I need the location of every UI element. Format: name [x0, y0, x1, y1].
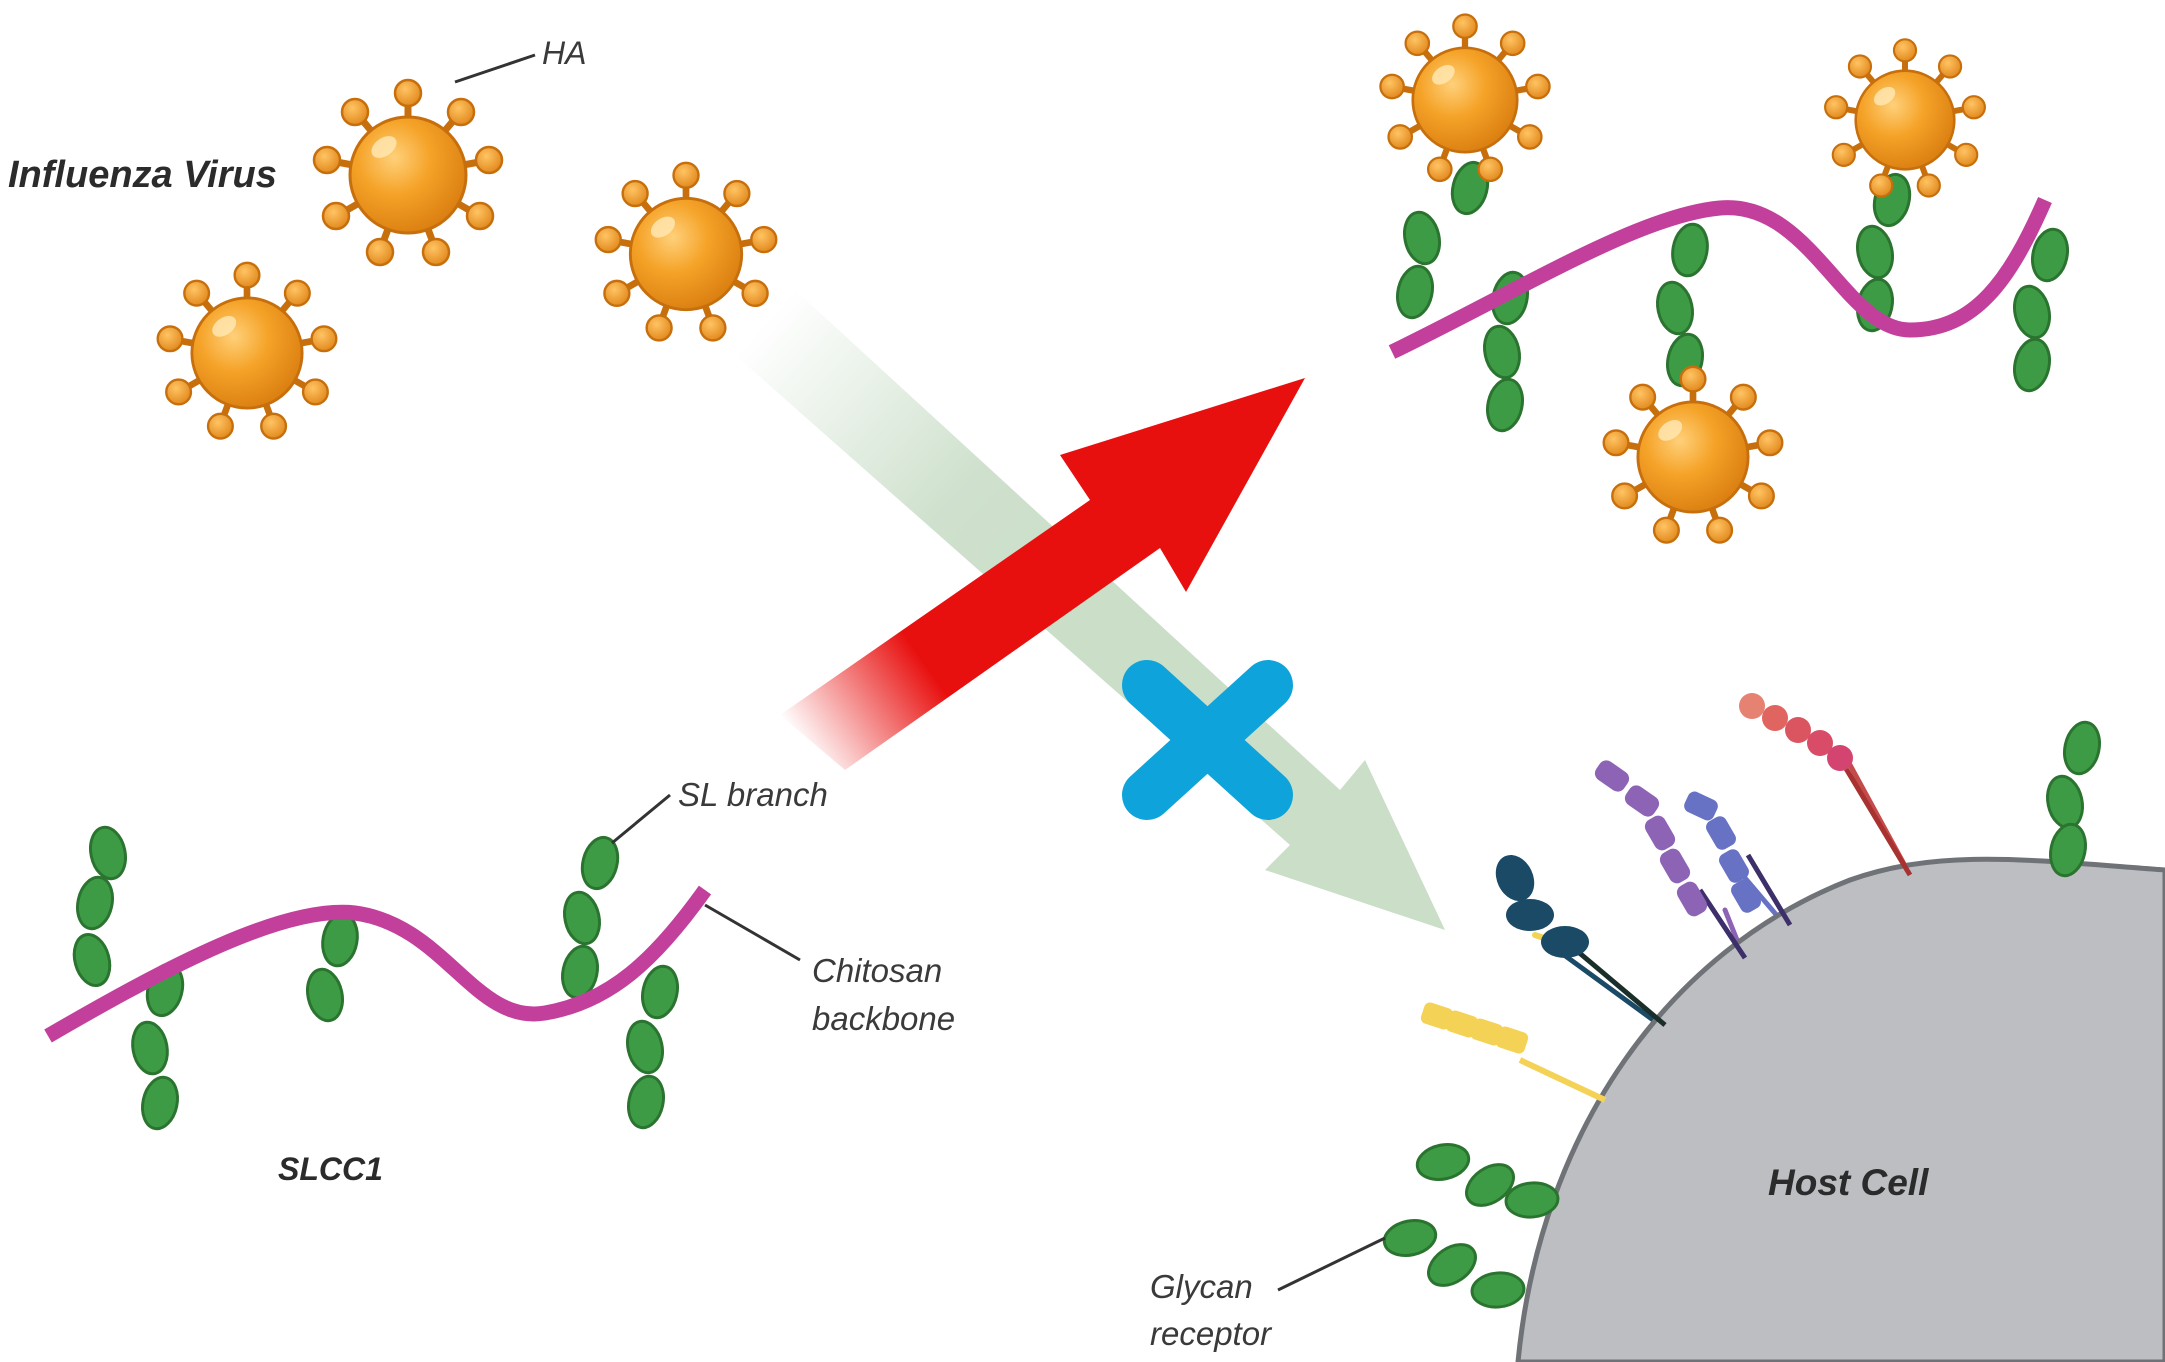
glycan-label-line2: receptor — [1150, 1315, 1273, 1352]
host-cell-label: Host Cell — [1768, 1162, 1929, 1203]
block-cross-icon — [1122, 660, 1293, 820]
sialyllactose-branch-icon — [1391, 157, 1495, 323]
influenza-virus-icon — [1604, 367, 1783, 543]
influenza-virus-icon — [158, 263, 337, 439]
sl-branch-leader-line — [611, 793, 671, 845]
glycan-receptor-icon — [1684, 791, 1793, 927]
host-cell-icon — [1515, 856, 2165, 1362]
sialyllactose-branch-icon — [621, 961, 684, 1133]
influenza-virus-icon — [596, 163, 776, 341]
sl-branch-label: SL branch — [678, 776, 828, 813]
influenza-virus-icon — [314, 80, 502, 265]
glycan-label-line1: Glycan — [1150, 1268, 1253, 1305]
influenza-virus-icon — [1380, 15, 1549, 182]
glycan-receptor-icon — [1594, 760, 1748, 960]
ha-label: HA — [542, 35, 586, 71]
influenza-virus-label: Influenza Virus — [8, 154, 277, 196]
chitosan-leader-line — [704, 903, 801, 962]
influenza-virus-icon — [1825, 39, 1985, 196]
glycan-receptor-icon — [2041, 717, 2106, 881]
sialyllactose-branch-icon — [1651, 219, 1713, 391]
blocked-arrow-icon — [735, 290, 1445, 930]
glycan-receptor-icon — [1495, 854, 1667, 1027]
glycan-receptor-icon — [1412, 1138, 1561, 1221]
host-cell-group — [1379, 693, 2165, 1362]
sialyllactose-branch-icon — [301, 909, 363, 1026]
glycan-receptor-icon — [1739, 693, 1913, 877]
chitosan-backbone-icon — [1388, 196, 2052, 359]
chitosan-backbone-icon — [44, 885, 712, 1043]
slcc1-label: SLCC1 — [278, 1151, 383, 1187]
glycan-receptor-icon — [1420, 1002, 1607, 1103]
binding-arrow-icon — [780, 378, 1305, 770]
chitosan-label-line2: backbone — [812, 1000, 955, 1037]
ha-leader-line — [454, 53, 536, 84]
slcc1-virus-complex — [1380, 15, 2074, 543]
free-influenza-viruses — [158, 80, 777, 439]
slcc1-molecule — [44, 822, 712, 1134]
sialyllactose-branch-icon — [67, 822, 132, 992]
sialyllactose-branch-icon — [556, 832, 625, 1003]
glycan-receptor-icon — [1379, 1214, 1527, 1311]
glycan-leader-line — [1277, 1236, 1386, 1292]
chitosan-label-line1: Chitosan — [812, 952, 942, 989]
